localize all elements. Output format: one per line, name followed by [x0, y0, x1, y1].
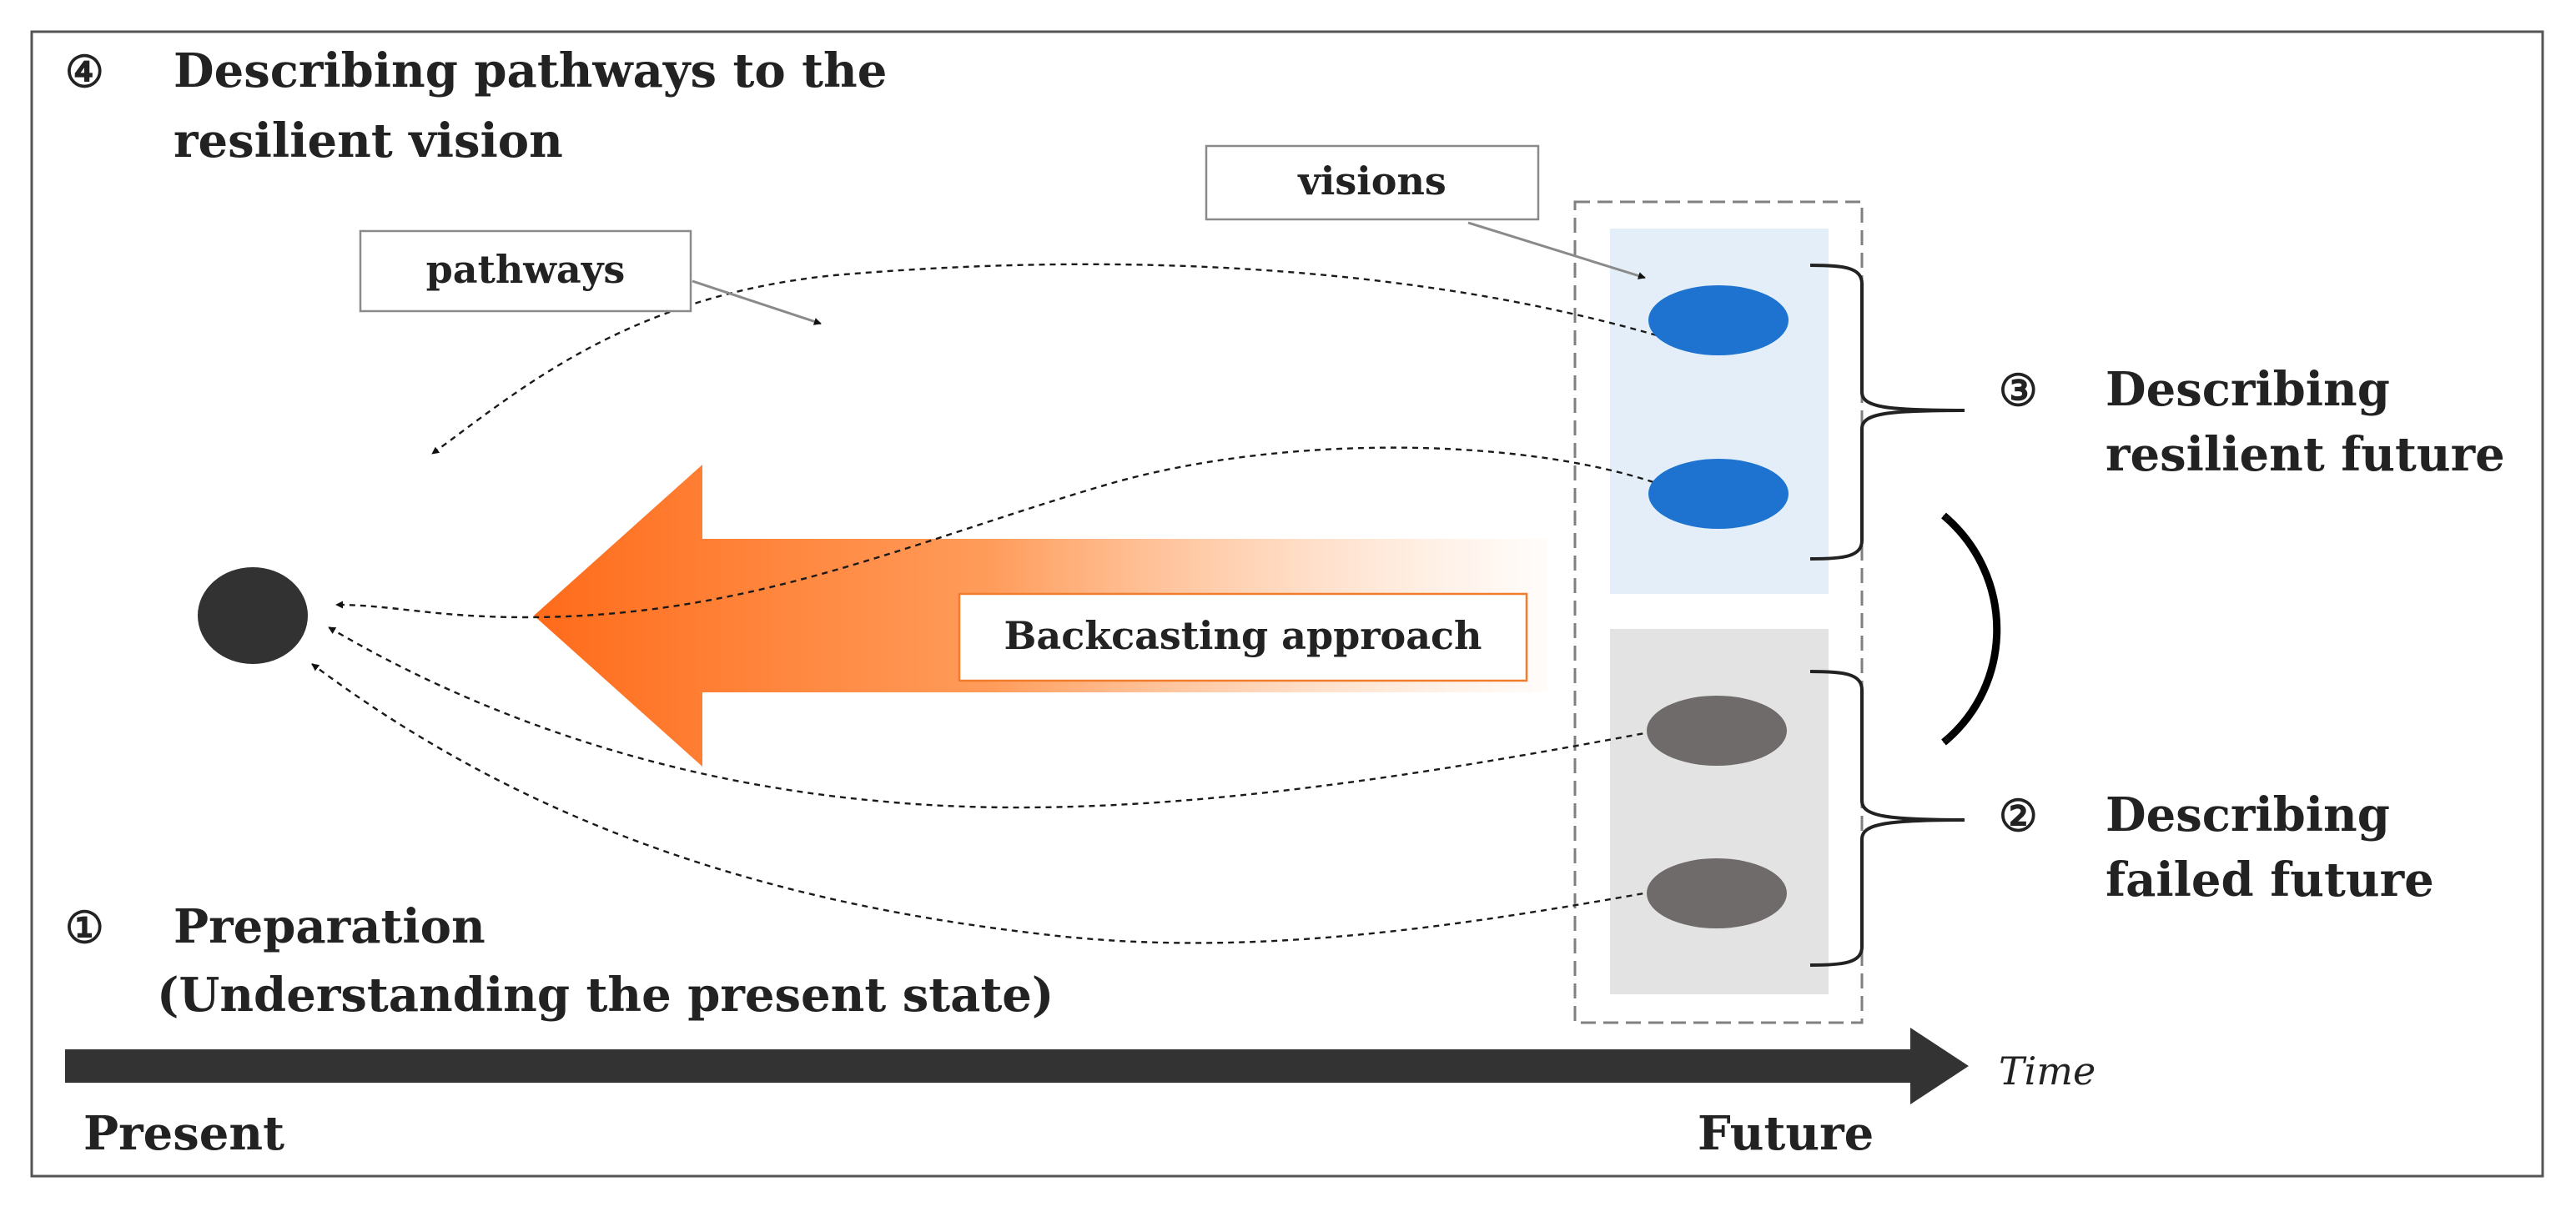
resilient-future-region — [1610, 229, 1829, 594]
double-curved-arrow — [1941, 512, 2001, 746]
step4-title-line1: Describing pathways to the — [174, 43, 887, 98]
present-label: Present — [83, 1106, 284, 1161]
failed-future-region — [1610, 629, 1829, 994]
pathway-line-3 — [328, 626, 1654, 809]
pathway-line-2 — [335, 446, 1654, 619]
failed-vision-2 — [1647, 858, 1787, 928]
pathway-line-top — [431, 263, 1658, 455]
step3-title-line2: resilient future — [2106, 427, 2505, 482]
resilient-vision-2 — [1648, 459, 1789, 529]
backcasting-label: Backcasting approach — [1004, 613, 1482, 658]
resilient-future-brace — [1809, 264, 1965, 561]
pathways-pointer — [692, 279, 822, 325]
step2-title-line1: Describing — [2106, 787, 2390, 842]
step2-title-line2: failed future — [2106, 852, 2434, 908]
step4-number: ④ — [65, 47, 104, 98]
future-dashed-frame — [1573, 200, 1864, 1024]
step4-title-line2: resilient vision — [174, 113, 563, 168]
present-state-circle — [198, 567, 308, 664]
time-axis-arrow — [65, 1028, 1969, 1104]
step2-number: ② — [1999, 791, 2038, 842]
visions-pointer — [1467, 221, 1646, 279]
visions-label-box — [1205, 144, 1540, 221]
visions-label: visions — [1297, 158, 1446, 204]
resilient-vision-1 — [1648, 285, 1789, 355]
pathways-label-box — [359, 229, 692, 313]
step1-title-line2: (Understanding the present state) — [157, 968, 1054, 1023]
step1-number: ① — [65, 903, 104, 953]
step3-number: ③ — [1999, 365, 2038, 416]
step1-title-line1: Preparation — [174, 899, 486, 954]
pathways-label: pathways — [426, 247, 626, 292]
backcasting-label-box — [958, 592, 1528, 682]
step3-title-line1: Describing — [2106, 362, 2390, 417]
future-label: Future — [1698, 1106, 1874, 1161]
failed-future-brace — [1809, 670, 1965, 967]
failed-vision-1 — [1647, 696, 1787, 766]
time-axis-label: Time — [1999, 1049, 2096, 1094]
